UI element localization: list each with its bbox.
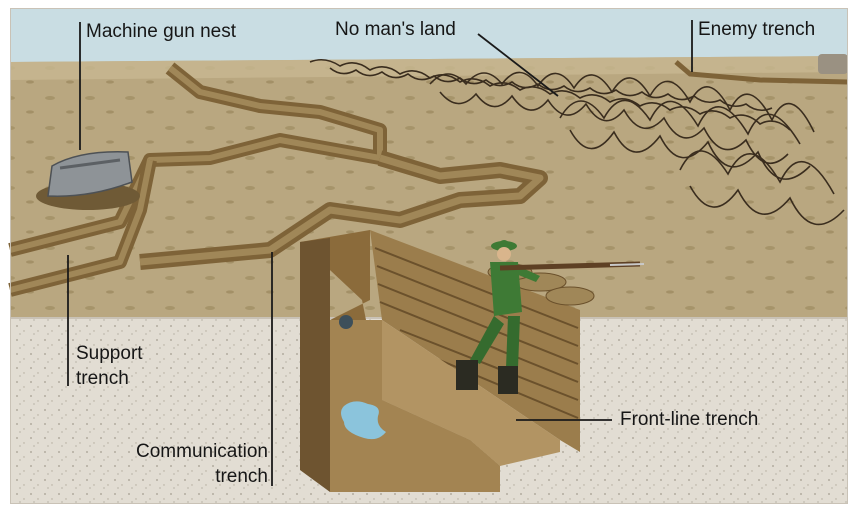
helmet-on-ground [339,315,353,329]
label-enemy-trench: Enemy trench [698,19,815,41]
label-machine-gun-nest: Machine gun nest [86,21,236,43]
label-front-line-trench: Front-line trench [620,409,758,431]
enemy-bunker [818,54,848,74]
label-communication-trench-line1: Communication [118,441,268,463]
label-support-trench-line2: trench [76,368,129,390]
label-no-mans-land: No man's land [335,19,456,41]
label-communication-trench-line2: trench [118,466,268,488]
label-support-trench-line1: Support [76,343,143,365]
